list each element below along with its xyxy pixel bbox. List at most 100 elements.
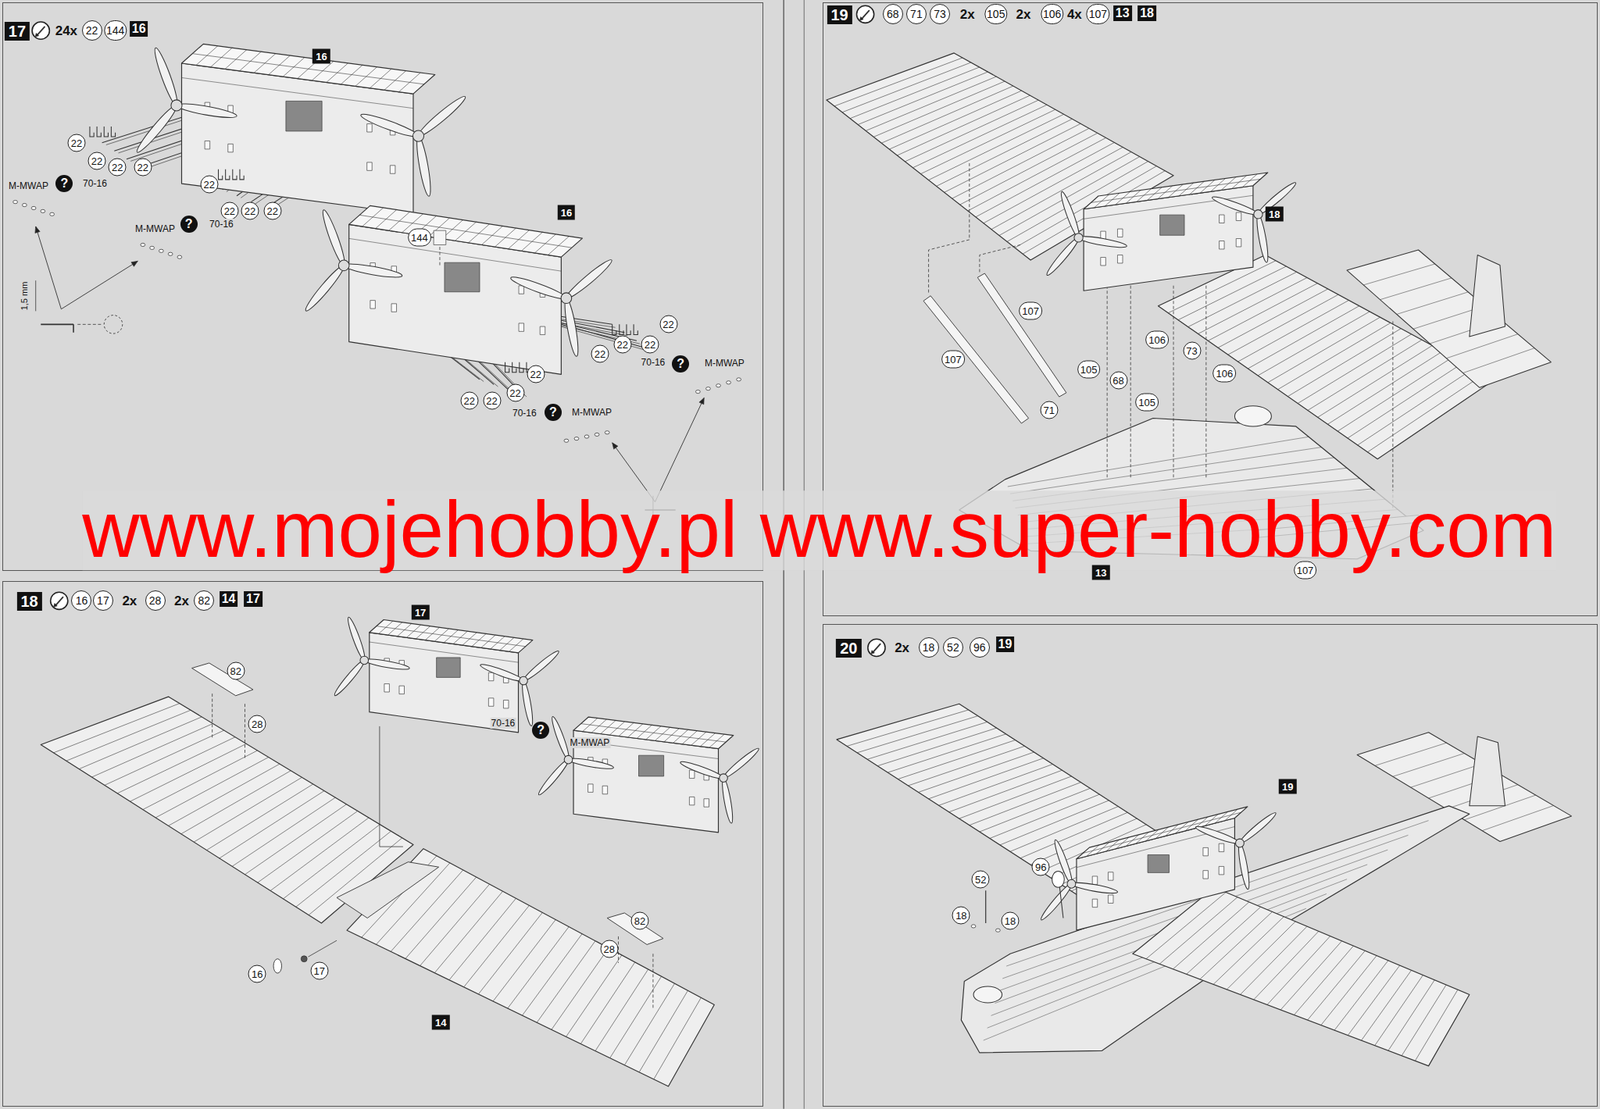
engine-window — [1107, 895, 1114, 904]
step-panel: 18 — [2, 581, 764, 1108]
small-part — [273, 959, 282, 974]
propeller-blade — [414, 135, 433, 197]
propeller-hub — [171, 100, 183, 111]
small-part — [433, 230, 447, 245]
assembly-ref-box: 19 — [1278, 779, 1297, 795]
small-part — [167, 252, 173, 256]
wing-rib — [1253, 931, 1319, 1000]
wing-rib — [877, 728, 997, 767]
wing-rib — [969, 782, 1082, 826]
callout-number: 105 — [1077, 360, 1101, 379]
panel-line — [349, 238, 562, 272]
propeller-blade — [345, 616, 368, 662]
radiator-cell — [359, 214, 572, 248]
small-part — [594, 432, 600, 436]
callout-number: 22 — [133, 158, 152, 177]
tail-plane — [1346, 250, 1551, 388]
wing-rib — [1357, 367, 1475, 446]
arrow-head — [35, 226, 40, 233]
wing-rib — [181, 771, 291, 835]
engine-window — [1117, 228, 1123, 237]
wing-rib — [939, 764, 1054, 807]
leader-line — [652, 953, 654, 1011]
propeller-hub — [338, 260, 350, 272]
propeller-blade — [1078, 234, 1128, 250]
engine-window — [1203, 871, 1209, 879]
engine-window — [1219, 214, 1225, 223]
engine-window — [1100, 257, 1107, 266]
tail-fin — [1469, 255, 1506, 337]
wing-rib — [1375, 975, 1424, 1047]
wing-rib — [405, 877, 477, 959]
propeller-blade — [521, 649, 561, 684]
glue-icon — [32, 21, 50, 40]
glue-icon — [53, 603, 58, 608]
propeller-blade — [332, 658, 367, 698]
glue-icon — [872, 643, 881, 654]
wing-rib — [1321, 956, 1377, 1026]
bracket-part — [633, 324, 638, 335]
wing-rib — [846, 710, 969, 747]
step-number: 20 — [835, 639, 861, 658]
wing-rib — [1360, 970, 1411, 1041]
mirror-mast — [1059, 883, 1064, 918]
glue-icon — [36, 26, 45, 36]
wing-rib — [907, 746, 1025, 786]
wing-rib — [464, 905, 530, 987]
propeller-hub — [360, 656, 369, 665]
callout-number: 17 — [310, 962, 329, 981]
wing-rib — [66, 710, 191, 761]
wing-rib — [1257, 311, 1370, 376]
callout-number: 22 — [263, 202, 282, 221]
paint-code: M-MWAP — [703, 357, 746, 369]
small-part — [40, 324, 74, 326]
callout-number: 22 — [460, 392, 479, 411]
callout-number: 106 — [1145, 330, 1169, 349]
glue-icon — [860, 10, 869, 20]
callout-number: 22 — [241, 202, 260, 221]
callout-number: 28 — [248, 715, 267, 734]
engine-window — [1092, 876, 1098, 885]
engine-window — [367, 124, 373, 133]
propeller-blade — [1194, 824, 1241, 847]
wing-rib — [551, 948, 609, 1030]
callout-number: 106 — [1040, 3, 1064, 25]
callout-number: 82 — [630, 912, 649, 931]
engine-window — [1219, 241, 1225, 250]
paint-symbol: ? — [180, 215, 198, 233]
engine-grille — [1147, 855, 1169, 874]
bracket-part — [96, 126, 101, 137]
small-part — [574, 437, 579, 441]
assembly-ref-box: 19 — [996, 636, 1015, 653]
bracket-part — [239, 169, 244, 180]
wing-rib — [78, 717, 202, 770]
engine-grille — [285, 100, 322, 132]
wing-rib — [206, 784, 313, 851]
wing-rib — [92, 724, 214, 779]
small-part — [177, 255, 183, 259]
propeller-hub — [1074, 233, 1083, 243]
small-part — [604, 431, 610, 435]
radiator-cell — [1091, 178, 1261, 203]
small-part — [50, 212, 55, 216]
propeller-blade — [151, 46, 181, 107]
wing-rib — [1463, 348, 1535, 374]
callout-number: 22 — [659, 315, 678, 334]
small-part — [72, 324, 75, 333]
wing-rib — [1278, 322, 1391, 390]
engine-window — [399, 685, 405, 694]
callout-number: 22 — [641, 335, 660, 354]
quantity: 4x — [1067, 7, 1083, 22]
quantity: 2x — [174, 594, 190, 608]
small-part — [716, 384, 722, 388]
callout-number: 28 — [600, 939, 618, 958]
assembly-ref-box: 13 — [1113, 5, 1133, 22]
engine-window — [689, 770, 695, 779]
wing-rib — [865, 76, 997, 131]
propeller-blade — [364, 657, 411, 672]
propeller-blade — [678, 759, 725, 782]
paint-code: M-MWAP — [134, 223, 176, 235]
callout-number: 22 — [108, 158, 127, 177]
paint-code: M-MWAP — [7, 180, 50, 192]
